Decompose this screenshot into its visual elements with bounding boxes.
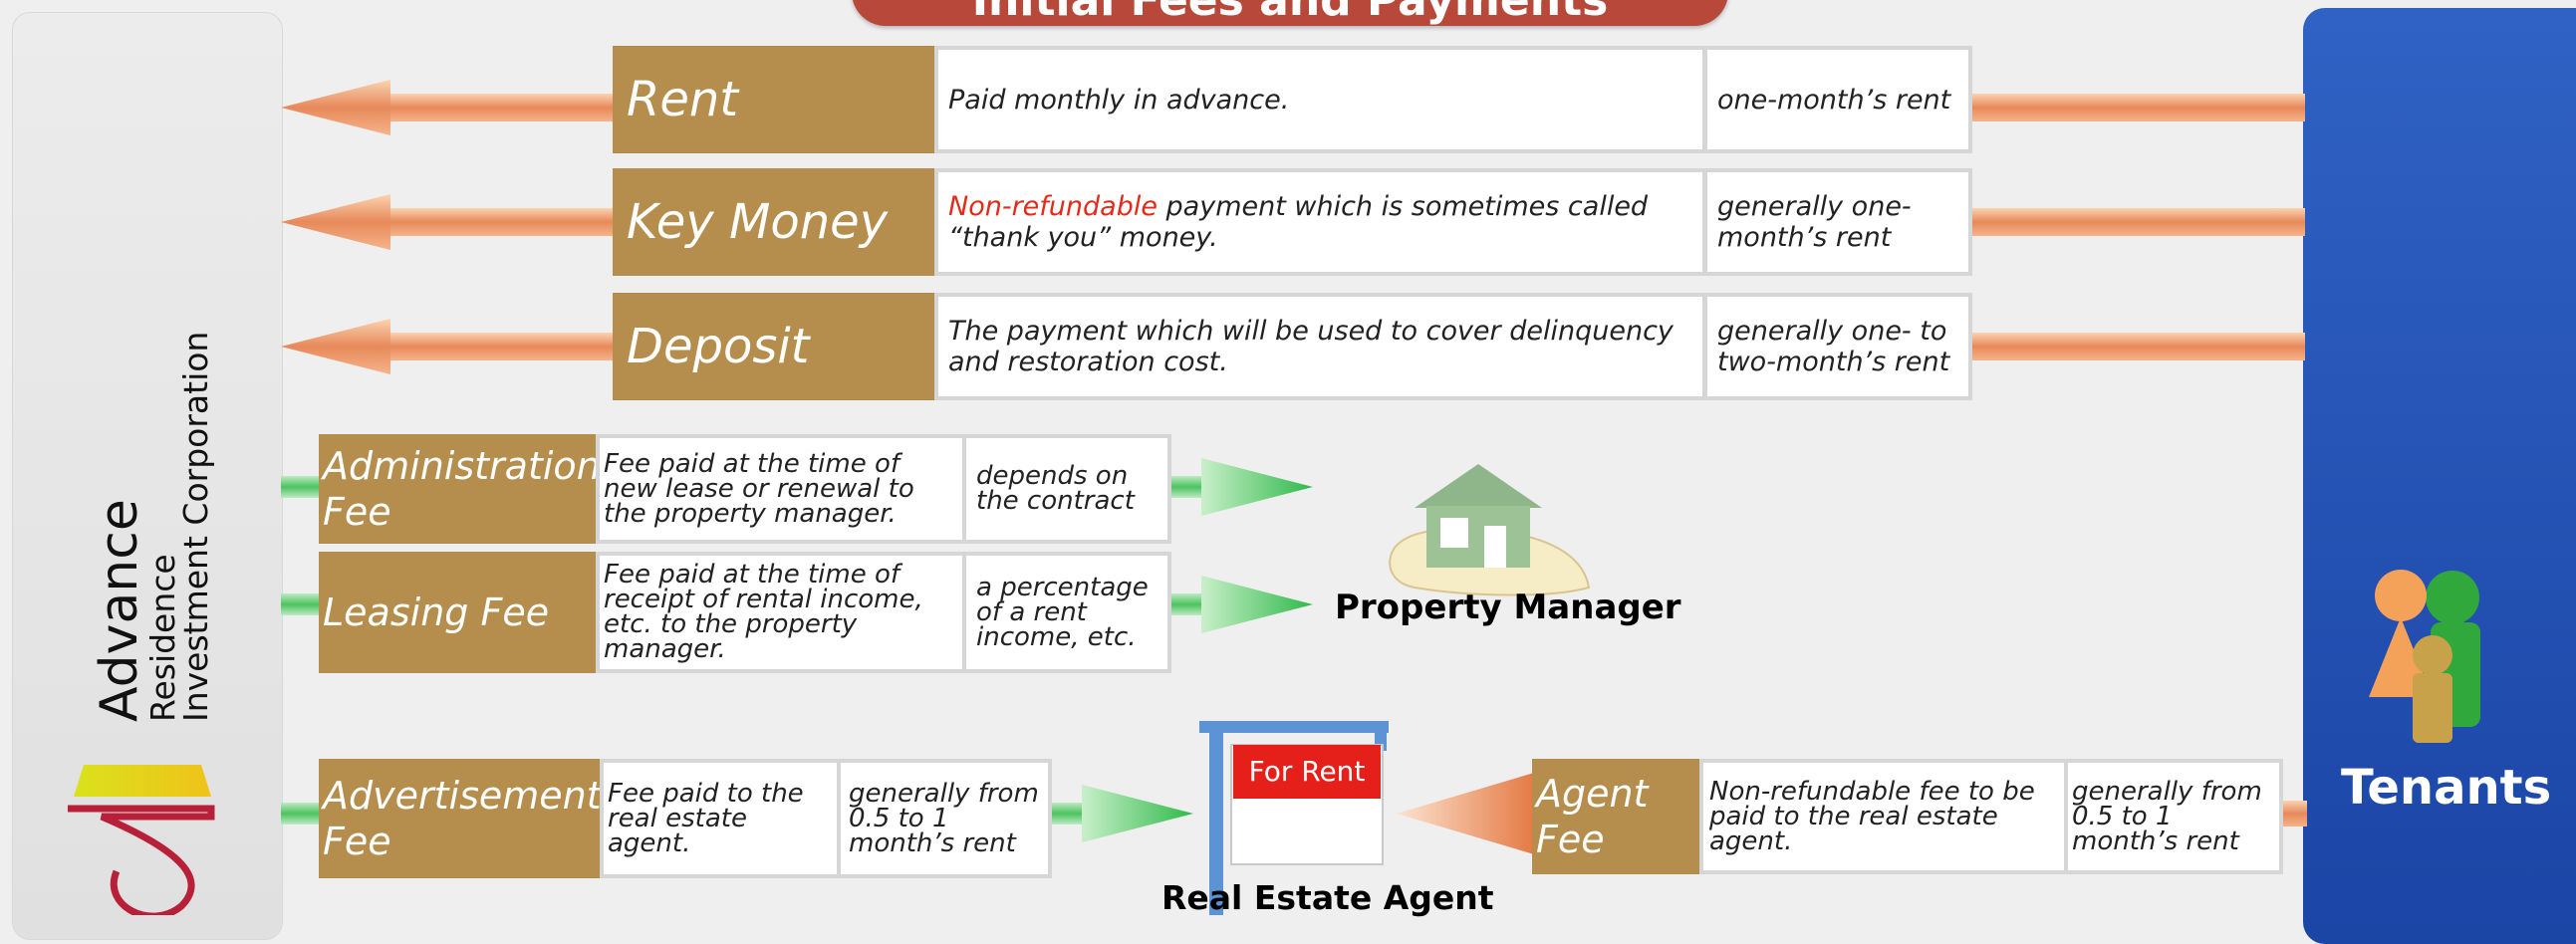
- rent-label: Rent: [613, 46, 936, 153]
- tenants-people-icon: [2369, 570, 2480, 743]
- house-in-hand-icon: [1389, 464, 1591, 596]
- rent-arrow: [281, 80, 2305, 135]
- tenants-panel: [2303, 8, 2576, 944]
- corporate-logo-icon: [68, 765, 215, 915]
- diagram-title-text: Initial Fees and Payments: [971, 0, 1609, 26]
- leasing-fee-arrow: [281, 576, 1313, 633]
- leasing-fee-label: Leasing Fee: [319, 552, 600, 673]
- advertisement-fee-label: Advertisement Fee: [319, 759, 604, 878]
- tenants-label: Tenants: [2341, 760, 2552, 816]
- rent-amount: one-month’s rent: [1703, 46, 1972, 153]
- key-money-description-text: payment which is sometimes called “thank…: [948, 191, 1649, 253]
- key-money-emphasis: Non-refundable: [948, 191, 1158, 222]
- rent-description: Paid monthly in advance.: [934, 46, 1706, 153]
- agent-fee-label: Agent Fee: [1532, 759, 1703, 874]
- rent-description-text: Paid monthly in advance.: [948, 84, 1290, 116]
- agent-fee-description: Non-refundable fee to be paid to the rea…: [1699, 759, 2068, 874]
- administration-fee-amount: depends on the contract: [962, 434, 1171, 544]
- advertisement-fee-description: Fee paid to the real estate agent.: [600, 759, 841, 878]
- agent-fee-arrow: [1397, 773, 2307, 854]
- for-rent-sign-text: For Rent: [1233, 745, 1381, 799]
- administration-fee-description: Fee paid at the time of new lease or ren…: [596, 434, 966, 544]
- key-money-amount: generally one-month’s rent: [1703, 168, 1972, 276]
- key-money-label: Key Money: [613, 168, 936, 276]
- deposit-description: The payment which will be used to cover …: [934, 293, 1706, 400]
- real-estate-agent-label: Real Estate Agent: [1161, 878, 1494, 917]
- deposit-label: Deposit: [613, 293, 936, 400]
- key-money-arrow: [281, 194, 2305, 250]
- advertisement-fee-arrow: [281, 785, 1193, 842]
- administration-fee-label: Administration Fee: [319, 434, 601, 544]
- property-manager-label: Property Manager: [1335, 588, 1681, 627]
- deposit-arrow: [281, 319, 2305, 374]
- leasing-fee-description: Fee paid at the time of receipt of renta…: [596, 552, 966, 673]
- key-money-description: Non-refundable payment which is sometime…: [934, 168, 1706, 276]
- agent-fee-amount: generally from 0.5 to 1 month’s rent: [2064, 759, 2283, 874]
- admin-fee-arrow: [281, 458, 1313, 516]
- advertisement-fee-amount: generally from 0.5 to 1 month’s rent: [837, 759, 1052, 878]
- deposit-amount: generally one- to two-month’s rent: [1703, 293, 1972, 400]
- diagram-title: Initial Fees and Payments: [852, 0, 1728, 26]
- leasing-fee-amount: a percentage of a rent income, etc.: [962, 552, 1171, 673]
